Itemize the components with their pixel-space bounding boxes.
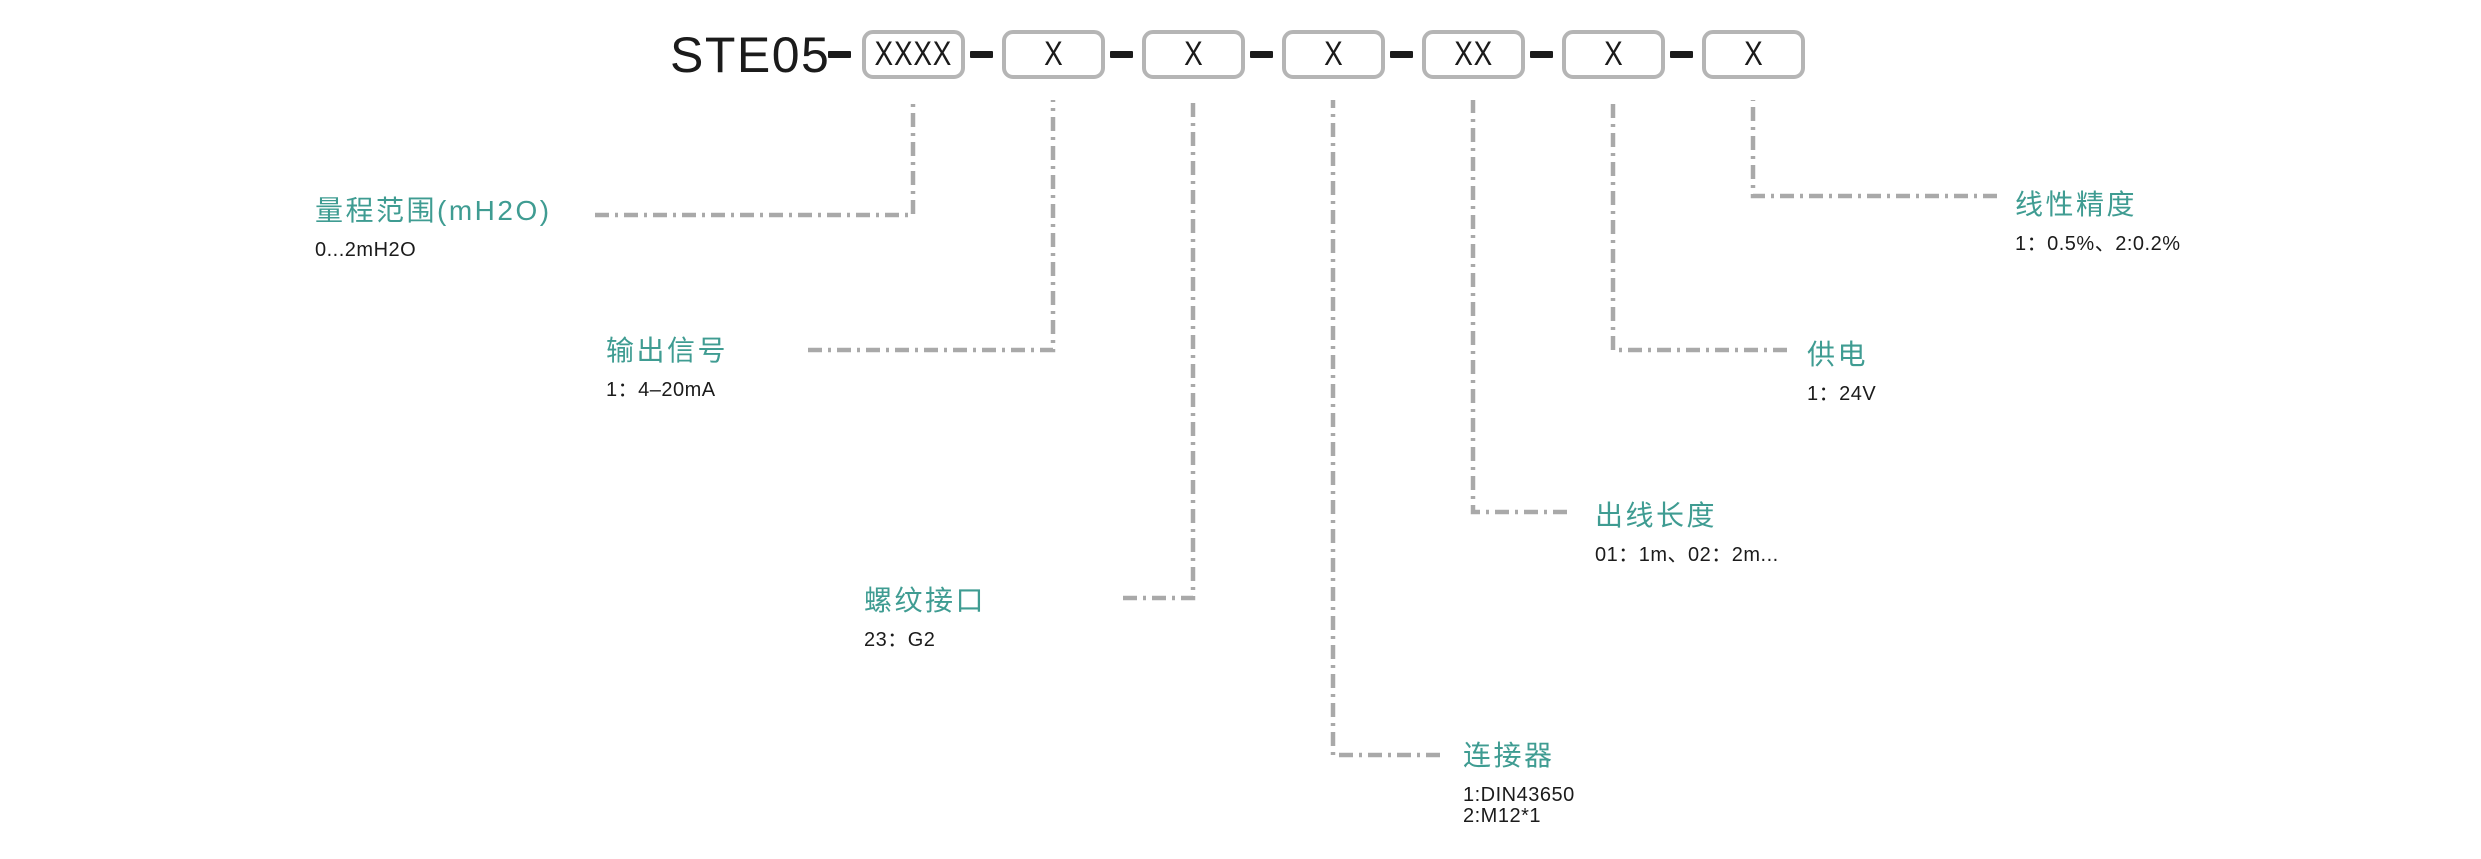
field-accuracy: 线性精度 1：0.5%、2:0.2% [2015,190,2180,255]
code-box-accuracy: X [1702,30,1805,79]
code-box-range-text: XXXX [874,35,953,73]
dash-separator [1390,51,1413,58]
field-power-label: 供电 [1807,339,1869,370]
field-output-signal-value: 1：4–20mA [606,379,716,401]
connector-connector [1330,100,1440,758]
dash-separator [1250,51,1273,58]
field-cable-length-value: 01：1m、02：2m... [1595,544,1779,566]
dash-separator [828,51,851,58]
field-connector: 连接器 1:DIN43650 2:M12*1 [1463,741,1575,827]
field-thread: 螺纹接口 23：G2 [864,586,986,651]
code-box-range: XXXX [862,30,965,79]
dash-separator [1530,51,1553,58]
field-cable-length: 出线长度 01：1m、02：2m... [1595,501,1779,566]
field-output-signal: 输出信号 1：4–20mA [606,336,728,401]
code-box-connector-text: X [1323,35,1344,73]
field-range-label: 量程范围(mH2O) [315,195,552,226]
code-box-connector: X [1282,30,1385,79]
field-power-value: 1：24V [1807,383,1877,405]
code-box-cable-length-text: XX [1454,35,1493,73]
connector-cable-length [1470,100,1567,515]
code-box-output-signal-text: X [1043,35,1064,73]
field-thread-value: 23：G2 [864,629,936,651]
field-cable-length-label: 出线长度 [1595,500,1718,531]
dash-separator [1670,51,1693,58]
field-accuracy-value: 1：0.5%、2:0.2% [2015,233,2181,255]
code-box-thread: X [1142,30,1245,79]
field-range-value: 0...2mH2O [315,239,417,261]
model-prefix: STE05 [670,26,831,83]
field-thread-label: 螺纹接口 [864,585,987,616]
code-box-cable-length: XX [1422,30,1525,79]
connector-range [595,100,916,218]
dash-separator [970,51,993,58]
code-box-accuracy-text: X [1743,35,1764,73]
field-output-signal-label: 输出信号 [606,335,729,366]
code-box-thread-text: X [1183,35,1204,73]
field-connector-value-2: 2:M12*1 [1463,805,1541,827]
field-connector-value-1: 1:DIN43650 [1463,784,1575,806]
code-box-power-text: X [1603,35,1624,73]
code-box-output-signal: X [1002,30,1105,79]
field-connector-label: 连接器 [1463,740,1555,771]
connector-power [1610,100,1787,353]
connector-accuracy [1750,100,1997,199]
field-power: 供电 1：24V [1807,340,1876,405]
dash-separator [1110,51,1133,58]
code-box-power: X [1562,30,1665,79]
connector-output-signal [808,100,1056,353]
connector-thread [1123,100,1196,601]
field-range: 量程范围(mH2O) 0...2mH2O [315,196,552,261]
field-accuracy-label: 线性精度 [2015,189,2138,220]
